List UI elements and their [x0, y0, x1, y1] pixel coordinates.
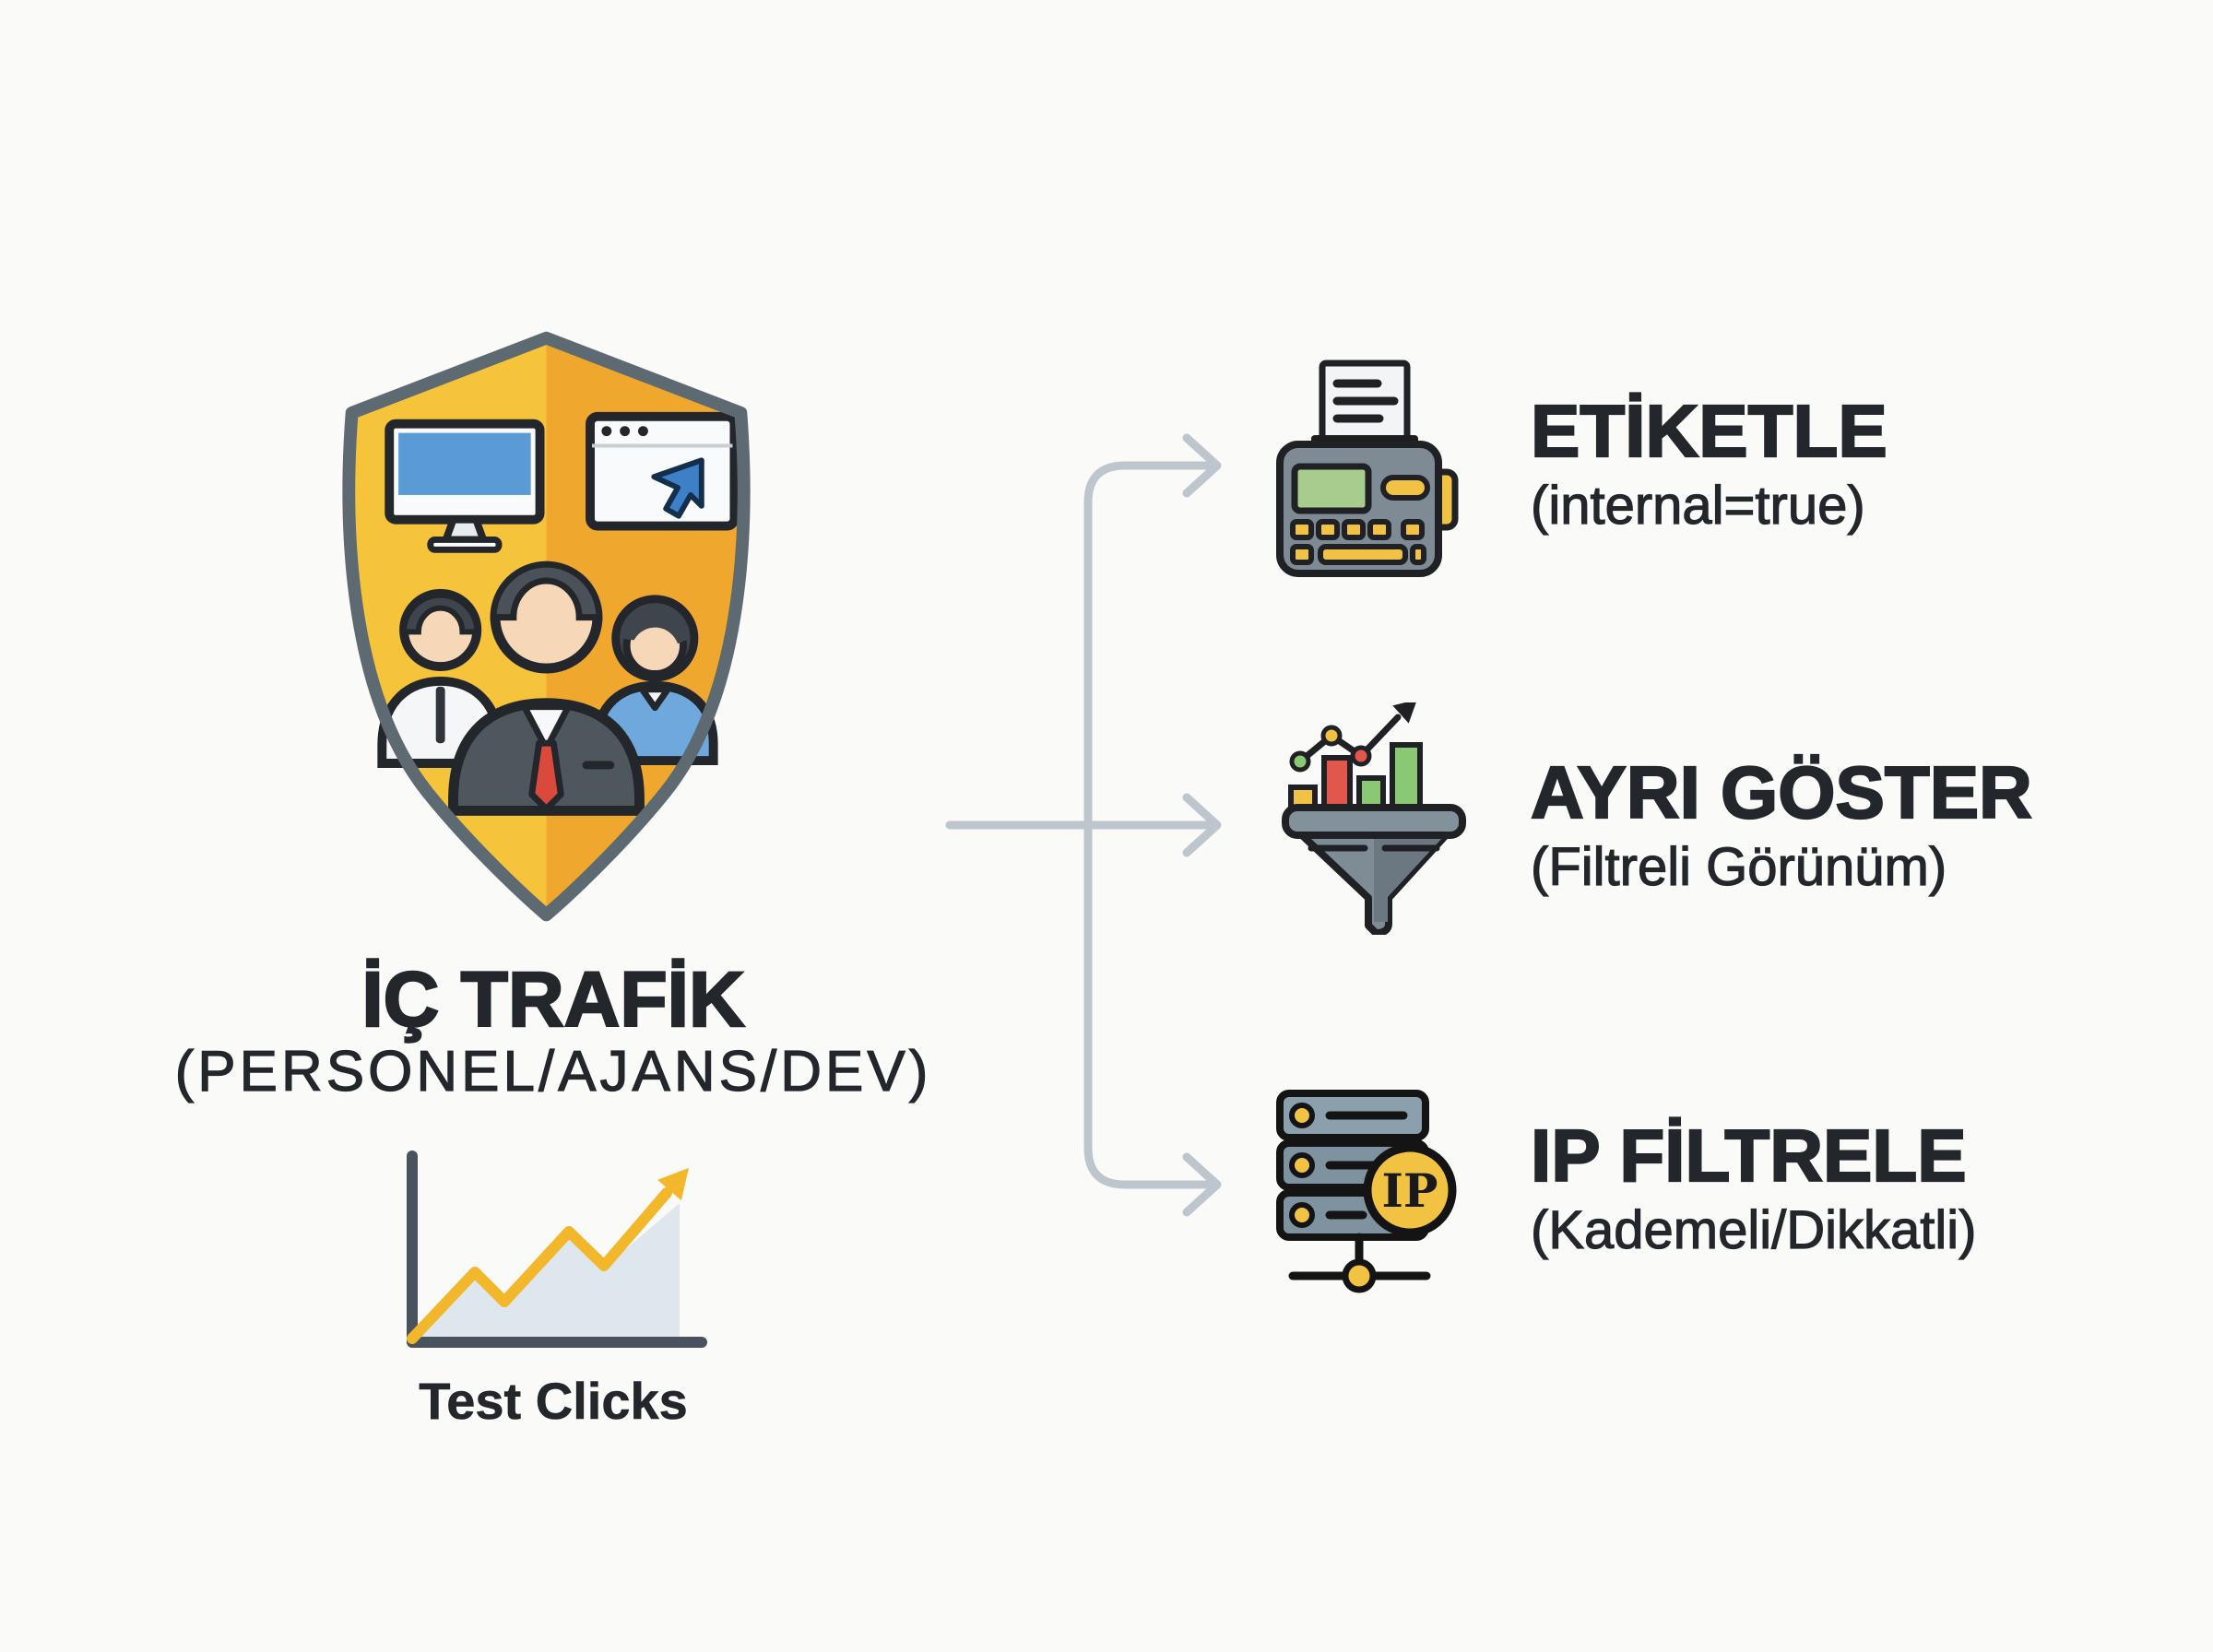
funnel-trend-line: [1296, 714, 1402, 765]
funnel-rim: [1282, 804, 1466, 839]
source-title: İÇ TRAFİK: [361, 956, 746, 1043]
filter-funnel-icon: [1280, 702, 1469, 935]
arrowhead-middle: [1182, 793, 1222, 857]
branch-title-etiketle: ETİKETLE: [1530, 390, 1888, 472]
arrowhead-top: [1182, 433, 1222, 498]
monitor-icon: [385, 419, 545, 553]
trend-arrowhead: [657, 1167, 689, 1201]
label-printer-icon: [1274, 358, 1459, 579]
arrowhead-bottom: [1182, 1152, 1222, 1217]
browser-cursor-icon: [586, 411, 740, 531]
network-node: [1342, 1258, 1377, 1293]
ip-server-icon: IP: [1274, 1086, 1459, 1315]
connector-bottom: [1083, 820, 1217, 1189]
shield-team-icon: [318, 324, 775, 928]
chart-area-fill: [412, 1203, 680, 1342]
branch-subtitle-ip-filtrele: (Kademeli/Dikkatli): [1530, 1200, 1977, 1260]
trend-line: [407, 1187, 672, 1344]
chart-caption: Test Clicks: [419, 1372, 688, 1430]
growth-chart-icon: [392, 1150, 715, 1367]
person-center: [448, 560, 645, 816]
ip-badge: [1363, 1143, 1457, 1237]
branch-subtitle-ayri-goster: (Filtreli Görünüm): [1530, 837, 1947, 897]
shield-outline: [342, 331, 751, 922]
connector-top: [1083, 461, 1217, 830]
ip-badge-label: IP: [1382, 1163, 1438, 1218]
printer-screen: [1291, 463, 1372, 514]
source-subtitle: (PERSONEL/AJANS/DEV): [174, 1040, 932, 1103]
branch-arrows-icon: [936, 392, 1240, 1249]
branch-title-ayri-goster: AYRI GÖSTER: [1530, 751, 2033, 833]
branch-subtitle-etiketle: (internal=true): [1530, 476, 1865, 536]
server-leds: [1289, 1103, 1315, 1228]
printer-buttons: [1290, 519, 1426, 565]
branch-title-ip-filtrele: IP FİLTRELE: [1530, 1115, 1968, 1197]
